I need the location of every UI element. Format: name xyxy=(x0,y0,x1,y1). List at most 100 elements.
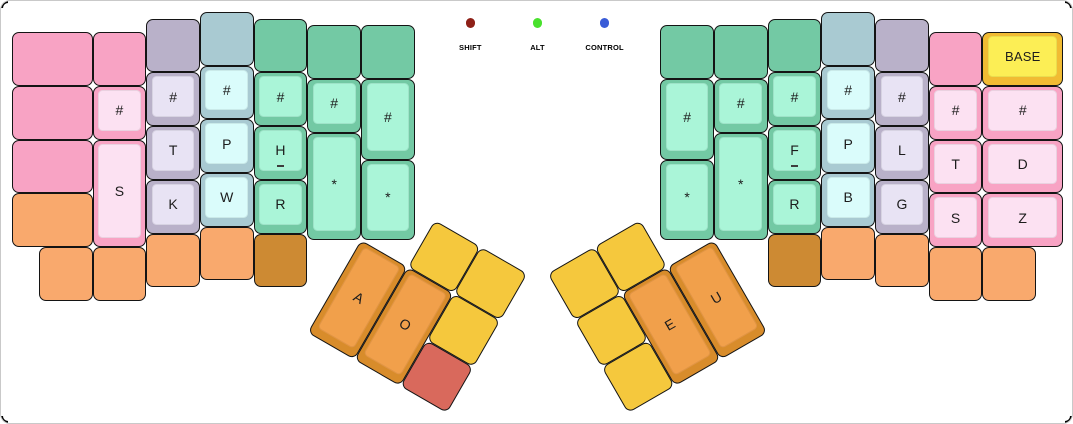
key-left-pink-blank-2[interactable] xyxy=(12,139,93,194)
key-right-d-2[interactable]: D xyxy=(982,139,1063,194)
keycap-top: * xyxy=(312,136,356,232)
key-right-g-11[interactable]: G xyxy=(875,179,929,234)
key-left-lavender-blank-7[interactable] xyxy=(146,18,200,73)
key-right-hash-14[interactable]: # xyxy=(821,65,876,120)
key-right-green-blank-26[interactable] xyxy=(660,25,714,80)
key-right-orange-blank-12[interactable] xyxy=(875,233,929,288)
key-left-pink-blank-1[interactable] xyxy=(12,85,93,140)
key-right-hash-9[interactable]: # xyxy=(875,72,929,127)
key-left-orange-blank-3[interactable] xyxy=(12,193,93,247)
canvas-corner-top-right xyxy=(1065,1,1072,8)
key-legend: T xyxy=(168,142,178,159)
key-legend: # xyxy=(951,102,960,119)
key-legend: # xyxy=(169,88,177,105)
key-legend: L xyxy=(897,142,906,159)
key-left-s-6[interactable]: S xyxy=(92,139,147,247)
key-right-z-3[interactable]: Z xyxy=(982,193,1063,247)
key-right-s-7[interactable]: S xyxy=(928,193,983,247)
key-right-base-0[interactable]: BASE xyxy=(982,32,1063,86)
key-right-hash-1[interactable]: # xyxy=(982,85,1063,140)
key-left-green-blank-17[interactable] xyxy=(253,18,308,73)
key-right-t-6[interactable]: T xyxy=(928,139,983,194)
key-right-f-20[interactable]: F xyxy=(767,126,822,180)
key-left-hash-23[interactable]: # xyxy=(307,79,362,133)
keycap-top: # xyxy=(880,76,924,118)
key-left-green-blank-22[interactable] xyxy=(307,25,362,80)
keycap-top: # xyxy=(719,83,763,124)
key-legend: # xyxy=(276,88,285,105)
key-right-l-10[interactable]: L xyxy=(875,126,929,180)
key-legend: H xyxy=(275,142,286,159)
keycap-top: * xyxy=(719,136,763,232)
key-left-orange-blank-16[interactable] xyxy=(199,226,254,281)
keycap-top: F xyxy=(773,130,816,171)
key-right-lavender-blank-8[interactable] xyxy=(875,18,929,73)
key-right-hash-19[interactable]: # xyxy=(767,72,822,127)
keycap-top: * xyxy=(366,163,410,232)
key-left-green-blank-25[interactable] xyxy=(361,25,415,80)
key-right-blue-blank-13[interactable] xyxy=(821,12,876,66)
key-left-orange-blank-29[interactable] xyxy=(92,246,147,301)
keycap-top: # xyxy=(259,76,302,118)
key-legend: # xyxy=(1018,102,1027,119)
key-left-pink-blank-0[interactable] xyxy=(12,32,93,86)
key-left-hash-18[interactable]: # xyxy=(253,72,308,127)
shift-led-label: SHIFT xyxy=(459,42,482,52)
key-legend: # xyxy=(790,88,799,105)
key-left-k-10[interactable]: K xyxy=(146,179,200,234)
key-right-hash-24[interactable]: # xyxy=(713,79,768,133)
key-left-orange-blank-28[interactable] xyxy=(38,246,93,301)
keycap-top: # xyxy=(98,89,141,131)
key-left-star-24[interactable]: * xyxy=(307,132,362,241)
keycap-top: S xyxy=(98,143,141,238)
key-right-hash-27[interactable]: # xyxy=(660,79,714,160)
alt-led-icon xyxy=(532,18,543,28)
key-right-b-16[interactable]: B xyxy=(821,173,876,227)
key-right-p-15[interactable]: P xyxy=(821,119,876,174)
key-legend: # xyxy=(736,95,745,112)
key-right-green-blank-18[interactable] xyxy=(767,18,822,73)
key-left-hash-8[interactable]: # xyxy=(146,72,200,127)
key-right-orange-blank-30[interactable] xyxy=(928,246,983,301)
key-left-h-19[interactable]: H xyxy=(253,126,308,180)
key-right-star-28[interactable]: * xyxy=(660,159,714,241)
key-right-darkorange-blank-22[interactable] xyxy=(767,233,822,288)
key-right-hash-5[interactable]: # xyxy=(928,85,983,140)
key-legend: P xyxy=(843,135,853,152)
keycap-top: # xyxy=(205,69,249,111)
key-legend: BASE xyxy=(1004,48,1041,64)
key-right-pink-blank-4[interactable] xyxy=(928,32,983,86)
keycap-top: # xyxy=(987,89,1058,131)
keycap-top: G xyxy=(880,183,924,225)
keycap-top: H xyxy=(259,130,302,171)
key-left-t-9[interactable]: T xyxy=(146,126,200,180)
key-right-r-21[interactable]: R xyxy=(767,179,822,234)
key-left-hash-13[interactable]: # xyxy=(199,65,254,120)
key-left-pink-blank-4[interactable] xyxy=(92,32,147,86)
keycap-top: # xyxy=(826,69,870,111)
alt-led-label: ALT xyxy=(530,42,545,52)
keycap-top: T xyxy=(151,130,195,171)
key-legend: A xyxy=(350,288,367,308)
key-right-green-blank-23[interactable] xyxy=(713,25,768,80)
key-left-w-15[interactable]: W xyxy=(199,173,254,227)
key-left-orange-blank-11[interactable] xyxy=(146,233,200,288)
keycap-top: BASE xyxy=(987,36,1058,77)
key-left-hash-26[interactable]: # xyxy=(361,79,415,160)
key-right-orange-blank-29[interactable] xyxy=(982,246,1037,301)
key-legend: S xyxy=(114,182,125,199)
key-legend: * xyxy=(385,189,391,206)
key-left-darkorange-blank-21[interactable] xyxy=(253,233,308,288)
key-left-p-14[interactable]: P xyxy=(199,119,254,174)
key-right-star-25[interactable]: * xyxy=(713,132,768,241)
keycap-top: T xyxy=(934,143,977,185)
key-left-hash-5[interactable]: # xyxy=(92,85,147,140)
key-right-orange-blank-17[interactable] xyxy=(821,226,876,281)
key-legend: B xyxy=(843,189,853,206)
keycap-top: B xyxy=(826,177,870,218)
control-led-label: CONTROL xyxy=(585,42,624,52)
key-left-star-27[interactable]: * xyxy=(361,159,415,241)
key-left-r-20[interactable]: R xyxy=(253,179,308,234)
keycap-top: # xyxy=(312,83,356,124)
key-left-blue-blank-12[interactable] xyxy=(199,12,254,66)
